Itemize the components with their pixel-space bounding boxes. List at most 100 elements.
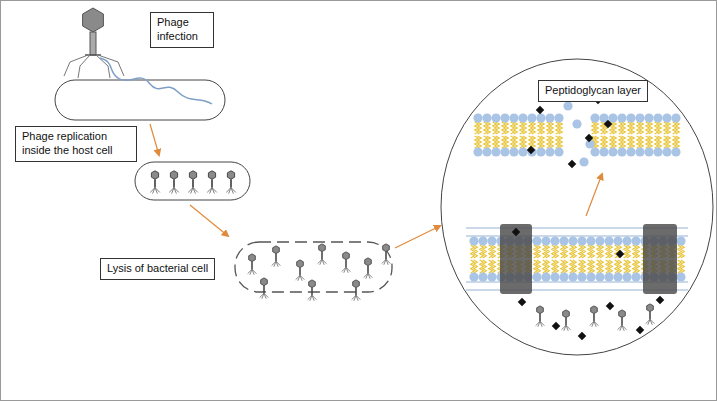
lipid-head (568, 272, 577, 281)
lipid-tail (573, 245, 577, 258)
lipid-tail (600, 245, 604, 258)
lipid-tail (613, 136, 617, 148)
lipid-tail (511, 122, 515, 134)
lipid-tail (537, 245, 541, 258)
lipid-tail (555, 245, 559, 258)
lipid-head (595, 236, 604, 245)
lipid-tail (570, 245, 574, 258)
lipid-tail (667, 136, 671, 148)
lipid-head (559, 272, 568, 281)
lipid-tail (474, 245, 478, 258)
lipid-tail (552, 260, 556, 273)
enzyme-diamond (512, 228, 520, 236)
lipid-tail (622, 136, 626, 148)
lipid-head (550, 236, 559, 245)
lipid-tail (637, 136, 641, 148)
lipid-head (554, 147, 563, 156)
lipid-tail (538, 122, 542, 134)
lipid-tail (646, 136, 650, 148)
lipid-head (491, 147, 500, 156)
lipid-head (478, 272, 487, 281)
lipid-head (500, 113, 509, 122)
lipid-tail (474, 260, 478, 273)
lipid-head (635, 113, 644, 122)
lipid-tail (541, 136, 545, 148)
lipid-tail (471, 260, 475, 273)
lipid-head (482, 113, 491, 122)
lipid-tail (520, 136, 524, 148)
phages (536, 304, 655, 331)
lipid-tail (676, 136, 680, 148)
lipid-head (509, 147, 518, 156)
lipid-tail (561, 260, 565, 273)
lipid-tail (637, 122, 641, 134)
enzyme-diamond (656, 296, 664, 304)
lipid-tail (606, 260, 610, 273)
lipid-head (590, 113, 599, 122)
lipid-tail (636, 245, 640, 258)
lipid-head (604, 236, 613, 245)
lipid-head (487, 236, 496, 245)
lipid-head (482, 147, 491, 156)
lipid-tail (592, 122, 596, 134)
lipid-head (644, 113, 653, 122)
lipid-head (469, 236, 478, 245)
lipid-head (568, 236, 577, 245)
lipid-tail (636, 260, 640, 273)
lipid-tail (615, 245, 619, 258)
lipid-tail (664, 122, 668, 134)
lipid-head (509, 113, 518, 122)
box-label: Peptidoglycan layer (545, 84, 641, 98)
lipid-head (653, 113, 662, 122)
lipid-head (653, 147, 662, 156)
lipid-tail (487, 122, 491, 134)
lipid-tail (601, 122, 605, 134)
enzyme-diamond (606, 302, 614, 310)
lipid-head (473, 113, 482, 122)
lipid-tail (658, 136, 662, 148)
lipid-head (662, 113, 671, 122)
lipid-tail (489, 260, 493, 273)
lipid-tail (559, 122, 563, 134)
lipid-tail (556, 122, 560, 134)
lipid-tail (475, 122, 479, 134)
lipid-tail (678, 245, 682, 258)
enzyme-diamond (604, 120, 612, 128)
lipid-tail (601, 136, 605, 148)
lipid-tail (627, 245, 631, 258)
lipid-tail (492, 245, 496, 258)
lipid-head (626, 113, 635, 122)
lipid-tail (613, 122, 617, 134)
lipid-tail (514, 136, 518, 148)
step-arrow (395, 226, 440, 248)
lipid-tail (543, 245, 547, 258)
lipid-tail (471, 245, 475, 258)
enzyme-diamond (616, 250, 624, 258)
lipid-head (604, 272, 613, 281)
lipid-head (631, 272, 640, 281)
box-label: Lysis of bacterial cell (107, 262, 208, 276)
lipid-tail (655, 136, 659, 148)
lipid-tail (673, 122, 677, 134)
lipid-head (532, 272, 541, 281)
lipid-tail (534, 260, 538, 273)
lipid-head (635, 147, 644, 156)
lipid-tail (655, 122, 659, 134)
label-box: Phage infection (150, 12, 214, 48)
lipid-tail (595, 122, 599, 134)
lipid-head (631, 236, 640, 245)
lipid-tail (483, 245, 487, 258)
lipid-tail (543, 260, 547, 273)
lipid-head (527, 113, 536, 122)
lipid-tail (538, 136, 542, 148)
lipid-head (608, 113, 617, 122)
lipid-head (491, 113, 500, 122)
lipid-tail (622, 122, 626, 134)
lipid-head (617, 147, 626, 156)
lipid-tail (624, 260, 628, 273)
lipid-tail (529, 136, 533, 148)
lipid-tail (564, 245, 568, 258)
released-phages (248, 244, 391, 301)
lipid-head (572, 119, 581, 128)
